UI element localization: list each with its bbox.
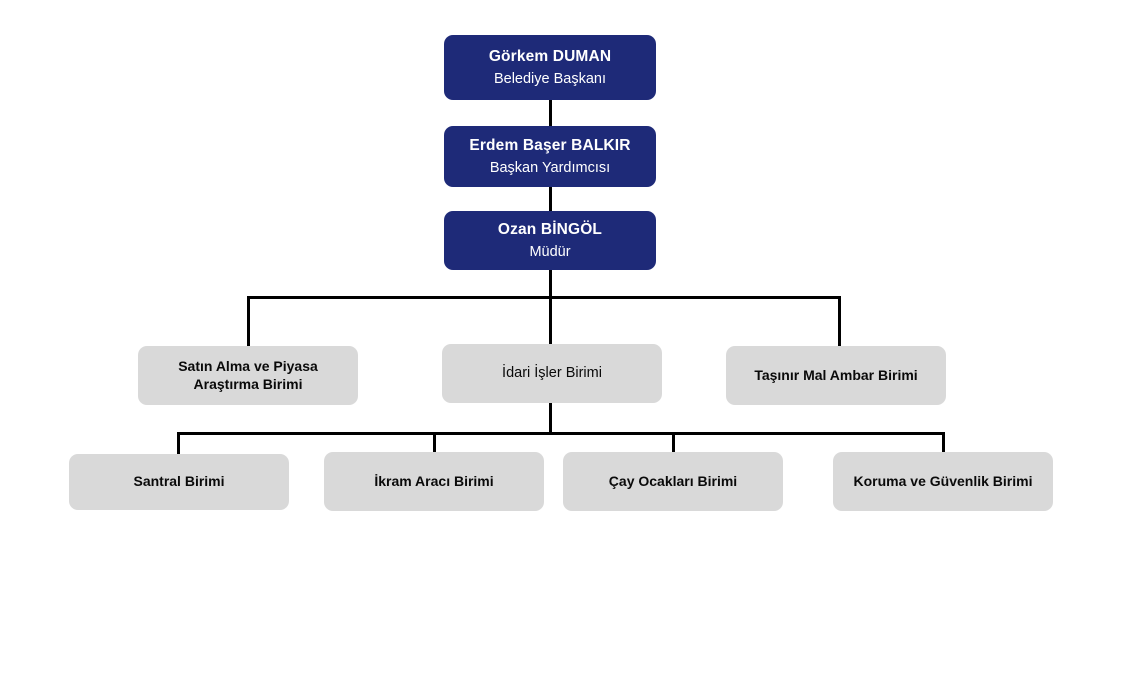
connector-drop-idari-isler: [549, 296, 552, 346]
node-title-baskan: Belediye Başkanı: [493, 70, 607, 87]
node-cay-ocaklari-birimi[interactable]: Çay Ocakları Birimi: [563, 452, 783, 511]
connector-idari-isler-trunk: [549, 403, 552, 434]
connector-drop-ikram-araci: [433, 432, 436, 454]
node-belediye-baskani[interactable]: Görkem DUMAN Belediye Başkanı: [444, 35, 656, 100]
node-label-satin-alma-line1: Satın Alma ve Piyasa: [178, 357, 318, 374]
node-label-cay-ocaklari: Çay Ocakları Birimi: [608, 472, 738, 489]
connector-drop-koruma-guvenlik: [942, 432, 945, 454]
node-label-santral: Santral Birimi: [133, 473, 225, 490]
connector-drop-satin-alma: [247, 296, 250, 346]
node-name-mudur: Ozan BİNGÖL: [497, 220, 603, 238]
connector-baskan-to-yardimci: [549, 100, 552, 126]
connector-drop-tasinir-mal: [838, 296, 841, 346]
node-baskan-yardimcisi[interactable]: Erdem Başer BALKIR Başkan Yardımcısı: [444, 126, 656, 187]
node-idari-isler-birimi[interactable]: İdari İşler Birimi: [442, 344, 662, 403]
node-koruma-ve-guvenlik-birimi[interactable]: Koruma ve Güvenlik Birimi: [833, 452, 1053, 511]
node-label-koruma-guvenlik: Koruma ve Güvenlik Birimi: [853, 472, 1033, 489]
node-label-satin-alma-line2: Araştırma Birimi: [193, 375, 303, 392]
node-name-baskan: Görkem DUMAN: [488, 47, 612, 65]
node-tasinir-mal-ambar-birimi[interactable]: Taşınır Mal Ambar Birimi: [726, 346, 946, 405]
node-label-tasinir-mal: Taşınır Mal Ambar Birimi: [754, 366, 918, 383]
node-label-ikram-araci: İkram Aracı Birimi: [374, 472, 494, 489]
connector-drop-santral: [177, 432, 180, 454]
connector-drop-cay-ocaklari: [672, 432, 675, 454]
connector-mudur-trunk: [549, 270, 552, 298]
connector-level4-bus: [247, 296, 841, 299]
node-satin-alma-ve-piyasa-arastirma-birimi[interactable]: Satın Alma ve Piyasa Araştırma Birimi: [138, 346, 358, 405]
node-ikram-araci-birimi[interactable]: İkram Aracı Birimi: [324, 452, 544, 511]
node-label-idari-isler: İdari İşler Birimi: [502, 365, 602, 382]
node-name-baskan-yardimcisi: Erdem Başer BALKIR: [469, 136, 631, 154]
connector-level5-bus: [177, 432, 945, 435]
node-title-baskan-yardimcisi: Başkan Yardımcısı: [489, 159, 611, 176]
connector-yardimci-to-mudur: [549, 187, 552, 212]
node-mudur[interactable]: Ozan BİNGÖL Müdür: [444, 211, 656, 270]
node-santral-birimi[interactable]: Santral Birimi: [69, 454, 289, 510]
node-title-mudur: Müdür: [529, 243, 571, 260]
